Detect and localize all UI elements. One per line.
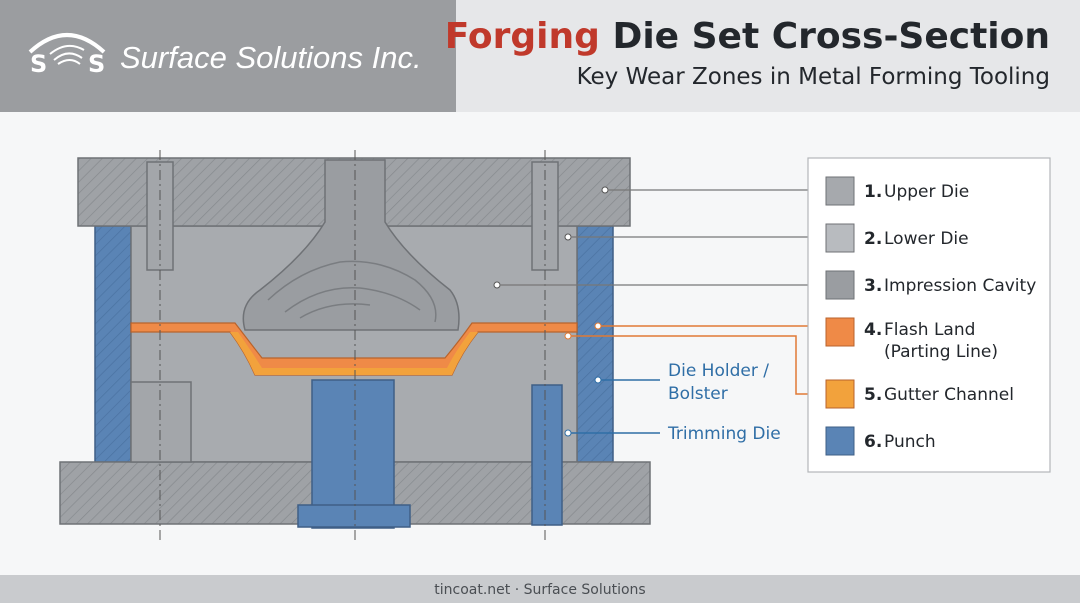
- legend-label-upper-die: Upper Die: [884, 182, 969, 202]
- punch: [311, 379, 395, 529]
- marker-impression-cavity: [493, 281, 501, 289]
- cavity-detail: [267, 260, 437, 323]
- brand-panel: S S Surface Solutions Inc.: [0, 0, 456, 112]
- legend-num-impression-cavity: 3.: [864, 276, 882, 296]
- legend-label2-flash-land: (Parting Line): [884, 342, 998, 362]
- legend-swatch-flash-land: [825, 317, 855, 347]
- legend-swatch-gutter-channel: [825, 379, 855, 409]
- legend-label-lower-die: Lower Die: [884, 229, 969, 249]
- callout-die-holder-line2: Bolster: [668, 384, 728, 404]
- legend-swatch-punch: [825, 426, 855, 456]
- legend-num-upper-die: 1.: [864, 182, 882, 202]
- die-holder-right: [576, 225, 614, 463]
- legend-label-flash-land: Flash Land: [884, 320, 975, 340]
- legend-num-flash-land: 4.: [864, 320, 882, 340]
- callout-die-holder-line1: Die Holder /: [668, 361, 769, 381]
- footer: tincoat.net · Surface Solutions: [0, 575, 1080, 603]
- legend-label-impression-cavity: Impression Cavity: [884, 276, 1036, 296]
- page-subtitle: Key Wear Zones in Metal Forming Tooling: [576, 64, 1050, 90]
- legend-label-gutter-channel: Gutter Channel: [884, 385, 1014, 405]
- punch-base: [297, 504, 411, 528]
- impression-cavity: [242, 159, 460, 331]
- callout-trimming-die: Trimming Die: [667, 424, 781, 444]
- company-logo: S S: [28, 33, 106, 78]
- page-title: Forging Die Set Cross-Section: [445, 16, 1050, 57]
- legend-num-gutter-channel: 5.: [864, 385, 882, 405]
- marker-die-holder: [594, 376, 602, 384]
- title-rest: Die Set Cross-Section: [599, 16, 1050, 57]
- header: S S Surface Solutions Inc. Forging Die S…: [0, 0, 1080, 112]
- marker-upper-die: [601, 186, 609, 194]
- leader-gutter: [571, 335, 810, 395]
- legend-swatch-impression-cavity: [825, 270, 855, 300]
- diagram-canvas: Die Holder / Bolster Trimming Die 1. Upp…: [0, 112, 1080, 575]
- legend: 1. Upper Die 2. Lower Die 3. Impression …: [807, 157, 1051, 473]
- footer-text: tincoat.net · Surface Solutions: [434, 582, 646, 598]
- title-accent: Forging: [444, 16, 600, 57]
- logo-letter-left: S: [30, 50, 47, 78]
- logo-letter-right: S: [88, 50, 105, 78]
- marker-trimming-die: [564, 429, 572, 437]
- company-name: Surface Solutions Inc.: [120, 40, 422, 75]
- marker-flash-land: [594, 322, 602, 330]
- legend-num-punch: 6.: [864, 432, 882, 452]
- gutter-channel: [230, 332, 478, 375]
- marker-gutter: [564, 332, 572, 340]
- die-holder-left: [94, 225, 132, 463]
- legend-swatch-upper-die: [825, 176, 855, 206]
- die-cross-section-diagram: Die Holder / Bolster Trimming Die 1. Upp…: [59, 150, 1051, 540]
- lower-die-insert: [130, 381, 192, 463]
- trimming-die-pin: [531, 384, 563, 526]
- legend-swatch-lower-die: [825, 223, 855, 253]
- legend-label-punch: Punch: [884, 432, 936, 452]
- legend-num-lower-die: 2.: [864, 229, 882, 249]
- marker-lower-die: [564, 233, 572, 241]
